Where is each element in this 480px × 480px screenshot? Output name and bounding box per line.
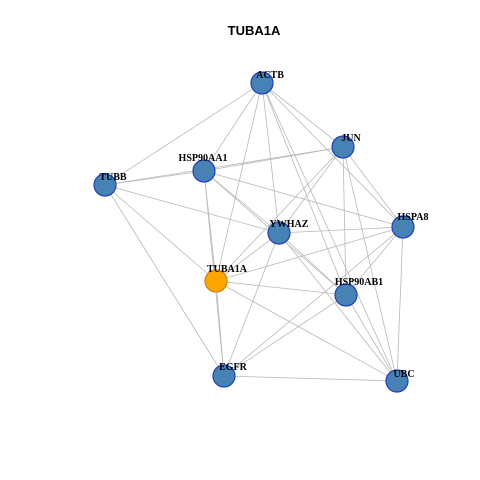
node-jun[interactable]: JUN xyxy=(331,133,361,159)
edge-hspa8-hsp90ab1 xyxy=(345,226,404,296)
node-label: YWHAZ xyxy=(270,219,309,230)
edge-hspa8-ubc xyxy=(396,226,404,382)
edge-jun-hspa8 xyxy=(342,146,404,228)
edge-hsp90ab1-ubc xyxy=(345,294,398,382)
node-circle[interactable] xyxy=(385,369,409,393)
edge-ywhaz-egfr xyxy=(223,232,280,377)
edge-actb-hsp90ab1 xyxy=(261,82,347,296)
edge-tubb-ywhaz xyxy=(104,184,280,234)
edges-layer xyxy=(104,82,404,382)
edge-actb-ubc xyxy=(261,82,398,382)
node-tuba1a[interactable]: TUBA1A xyxy=(204,264,248,293)
edge-ywhaz-ubc xyxy=(278,232,398,382)
edge-actb-jun xyxy=(261,82,344,148)
edge-ywhaz-hsp90ab1 xyxy=(278,232,347,296)
node-circle[interactable] xyxy=(331,135,355,159)
node-egfr[interactable]: EGFR xyxy=(212,362,248,388)
node-ubc[interactable]: UBC xyxy=(385,369,415,393)
node-label: ACTB xyxy=(256,70,284,81)
node-circle[interactable] xyxy=(204,269,228,293)
edge-tubb-jun xyxy=(104,146,344,186)
edge-actb-hsp90aa1 xyxy=(203,82,263,172)
edge-jun-ywhaz xyxy=(278,146,344,234)
node-circle[interactable] xyxy=(93,173,117,197)
node-actb[interactable]: ACTB xyxy=(250,70,284,95)
edge-hsp90aa1-ywhaz xyxy=(203,170,280,234)
edge-actb-tuba1a xyxy=(215,82,263,282)
node-label: TUBA1A xyxy=(207,264,248,275)
node-circle[interactable] xyxy=(192,159,216,183)
graph-title: TUBA1A xyxy=(228,23,281,38)
node-circle[interactable] xyxy=(250,71,274,95)
node-circle[interactable] xyxy=(334,283,358,307)
node-hsp90aa1[interactable]: HSP90AA1 xyxy=(179,153,228,183)
edge-actb-ywhaz xyxy=(261,82,280,234)
node-label: TUBB xyxy=(99,172,127,183)
edge-ywhaz-tuba1a xyxy=(215,232,280,282)
node-hsp90ab1[interactable]: HSP90AB1 xyxy=(334,277,383,307)
edge-actb-hspa8 xyxy=(261,82,404,228)
node-label: UBC xyxy=(393,369,414,380)
node-tubb[interactable]: TUBB xyxy=(93,172,127,197)
edge-tuba1a-ubc xyxy=(215,280,398,382)
edge-hspa8-egfr xyxy=(223,226,404,377)
edge-tuba1a-egfr xyxy=(215,280,225,377)
edge-tubb-egfr xyxy=(104,184,225,377)
node-circle[interactable] xyxy=(212,364,236,388)
node-label: JUN xyxy=(341,133,361,144)
edge-egfr-ubc xyxy=(223,375,398,382)
edge-hsp90aa1-hspa8 xyxy=(203,170,404,228)
node-hspa8[interactable]: HSPA8 xyxy=(391,212,429,239)
node-ywhaz[interactable]: YWHAZ xyxy=(267,219,309,245)
node-label: HSP90AA1 xyxy=(179,153,228,164)
node-circle[interactable] xyxy=(267,221,291,245)
edge-hspa8-tuba1a xyxy=(215,226,404,282)
edge-tuba1a-hsp90ab1 xyxy=(215,280,347,296)
node-label: HSP90AB1 xyxy=(335,277,383,288)
edge-actb-tubb xyxy=(104,82,263,186)
edge-hsp90aa1-jun xyxy=(203,146,344,172)
edge-tubb-tuba1a xyxy=(104,184,217,282)
node-label: EGFR xyxy=(219,362,248,373)
edge-hsp90ab1-egfr xyxy=(223,294,347,377)
node-label: HSPA8 xyxy=(398,212,429,223)
edge-jun-ubc xyxy=(342,146,398,382)
edge-ywhaz-hspa8 xyxy=(278,226,404,234)
edge-jun-hsp90ab1 xyxy=(342,146,347,296)
node-circle[interactable] xyxy=(391,215,415,239)
edge-jun-tuba1a xyxy=(215,146,344,282)
